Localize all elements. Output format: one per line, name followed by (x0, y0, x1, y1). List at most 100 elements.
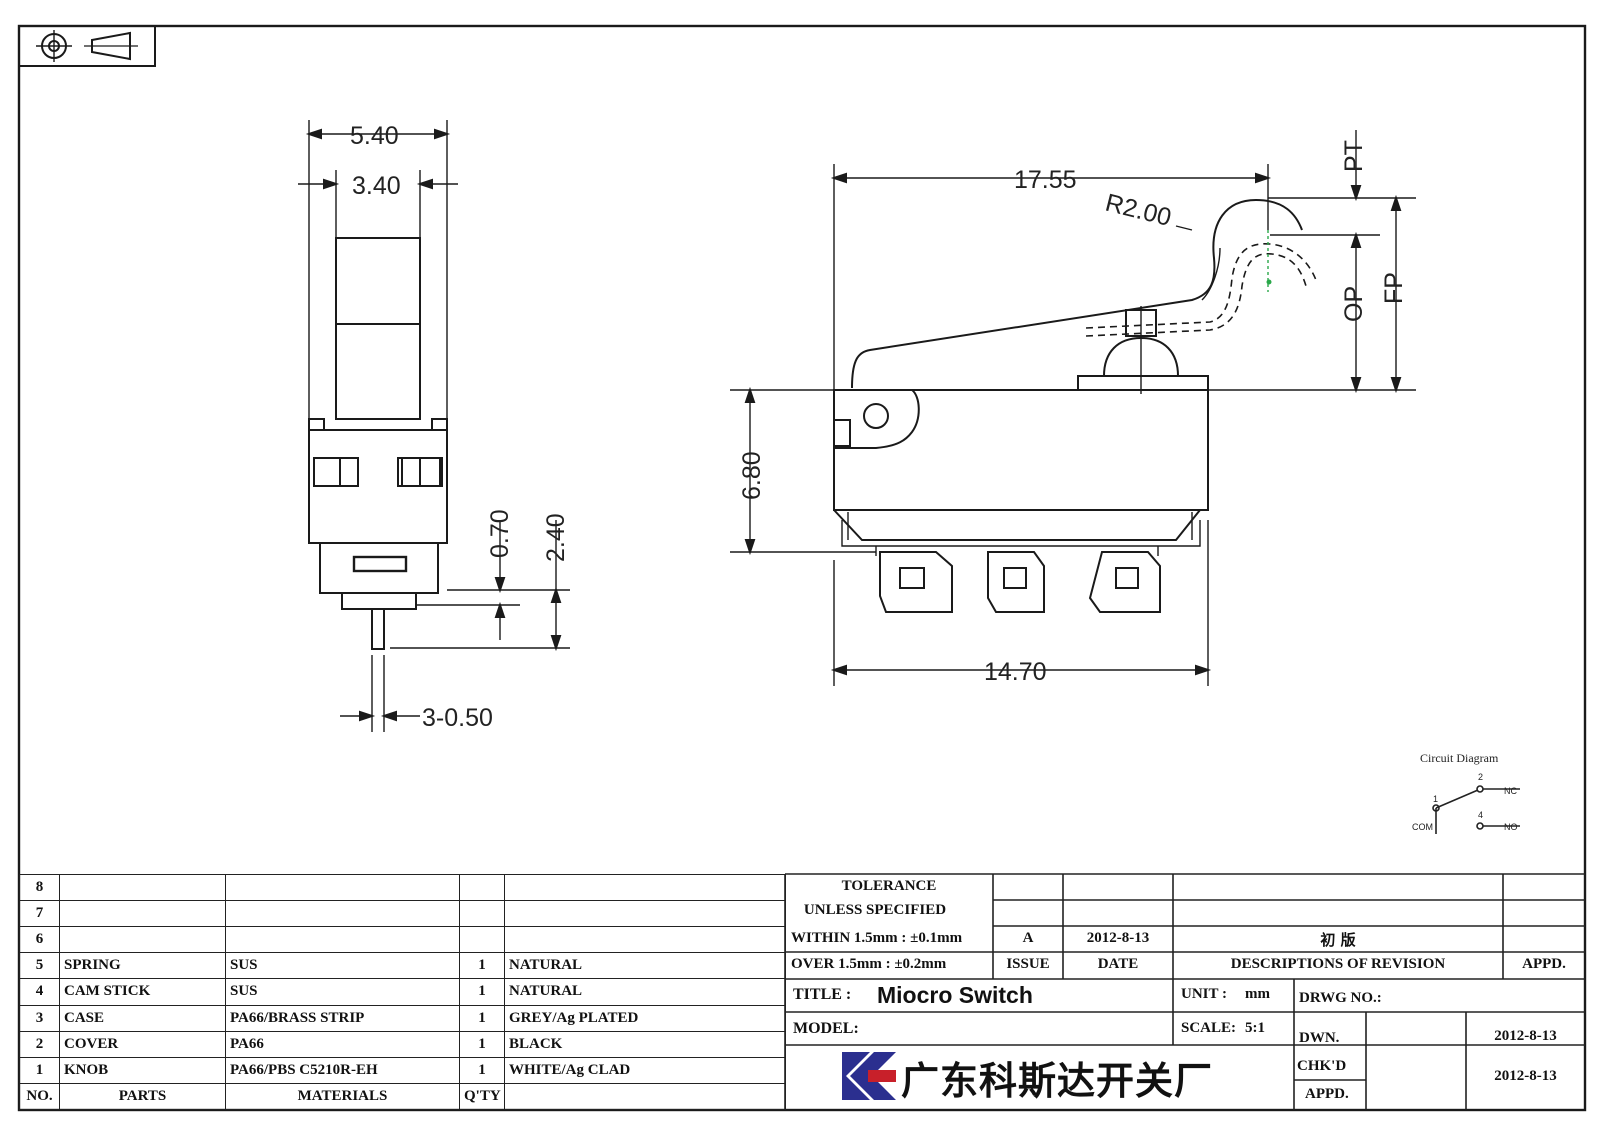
bom-finish: NATURAL (504, 978, 786, 1006)
dim-14-70: 14.70 (984, 658, 1047, 686)
company-name: 广东科斯达开关厂 (901, 1059, 1214, 1103)
bom-finish (504, 900, 786, 928)
chkd-date: 2012-8-13 (1494, 1068, 1557, 1084)
bom-qty (459, 900, 505, 928)
bom-part: CAM STICK (59, 978, 226, 1006)
circuit-diagram: Circuit Diagram 1 2 4 COM NC NO (1412, 751, 1520, 834)
projection-symbol-icon (18, 25, 156, 67)
circuit-n1: 1 (1433, 794, 1438, 804)
bom-header-parts: PARTS (59, 1082, 226, 1111)
dim-3-40: 3.40 (352, 172, 401, 200)
circuit-nc: NC (1504, 786, 1517, 796)
dim-radius: R2.00 (1103, 189, 1175, 232)
bom-finish (504, 873, 786, 902)
circuit-n4: 4 (1478, 810, 1483, 820)
tolerance-line-4: OVER 1.5mm : ±0.2mm (791, 956, 947, 972)
circuit-com: COM (1412, 822, 1433, 832)
drawing-title: Miocro Switch (877, 982, 1033, 1008)
bom-qty: 1 (459, 1030, 505, 1058)
tolerance-line-1: TOLERANCE (841, 878, 937, 894)
scale-label: SCALE: (1181, 1020, 1237, 1036)
bom-finish: BLACK (504, 1030, 786, 1058)
bom-no: 8 (19, 873, 60, 902)
bom-no: 3 (19, 1004, 60, 1032)
bom-part: SPRING (59, 952, 226, 980)
chkd-label: CHK'D (1297, 1058, 1347, 1074)
bom-qty: 1 (459, 978, 505, 1006)
bom-qty: 1 (459, 1056, 505, 1084)
tolerance-line-2: UNLESS SPECIFIED (803, 902, 947, 918)
bom-part: COVER (59, 1030, 226, 1058)
bom-no: 4 (19, 978, 60, 1006)
bom-qty (459, 926, 505, 954)
unit-value: mm (1245, 986, 1270, 1002)
scale-value: 5:1 (1245, 1020, 1265, 1036)
bom-qty: 1 (459, 952, 505, 980)
title-label: TITLE : (793, 986, 852, 1003)
bom-material: SUS (225, 952, 460, 980)
sheet-border (17, 24, 1587, 1112)
date-value: 2012-8-13 (1086, 930, 1150, 946)
bom-finish: NATURAL (504, 952, 786, 980)
circuit-title: Circuit Diagram (1420, 751, 1499, 765)
bom-qty (459, 873, 505, 902)
bom-material: SUS (225, 978, 460, 1006)
description-header: DESCRIPTIONS OF REVISION (1230, 956, 1446, 972)
bom-row: 8 (19, 873, 786, 902)
company-logo-icon (840, 1050, 896, 1102)
dim-0-70: 0.70 (486, 509, 514, 558)
bom-header-finish (504, 1082, 786, 1111)
dim-op: OP (1340, 286, 1368, 322)
bom-part: KNOB (59, 1056, 226, 1084)
bom-row: 6 (19, 926, 786, 954)
bom-material (225, 900, 460, 928)
bom-material: PA66/PBS C5210R-EH (225, 1056, 460, 1084)
dim-pin: 3-0.50 (422, 704, 493, 732)
issue-value: A (1022, 930, 1034, 946)
bom-part (59, 900, 226, 928)
bom-no: 2 (19, 1030, 60, 1058)
bom-material: PA66/BRASS STRIP (225, 1004, 460, 1032)
bom-header-qty: Q'TY (459, 1082, 505, 1111)
bom-material: PA66 (225, 1030, 460, 1058)
appd-header: APPD. (1522, 956, 1566, 972)
date-header: DATE (1097, 956, 1139, 972)
dim-fp: FP (1380, 272, 1408, 304)
bom-no: 6 (19, 926, 60, 954)
bom-finish (504, 926, 786, 954)
model-label: MODEL: (793, 1020, 859, 1037)
bom-no: 5 (19, 952, 60, 980)
bom-part: CASE (59, 1004, 226, 1032)
bom-part (59, 873, 226, 902)
bom-finish: WHITE/Ag CLAD (504, 1056, 786, 1084)
dwn-date: 2012-8-13 (1494, 1028, 1557, 1044)
dim-pt: PT (1340, 140, 1368, 172)
bom-finish: GREY/Ag PLATED (504, 1004, 786, 1032)
bom-header-no: NO. (19, 1082, 60, 1111)
bom-part (59, 926, 226, 954)
bom-no: 1 (19, 1056, 60, 1084)
circuit-n2: 2 (1478, 772, 1483, 782)
dwn-label: DWN. (1299, 1030, 1340, 1046)
appd-label: APPD. (1305, 1086, 1349, 1102)
unit-label: UNIT : (1181, 986, 1227, 1002)
issue-header: ISSUE (1006, 956, 1050, 972)
bom-row: 7 (19, 900, 786, 928)
title-block: TOLERANCE UNLESS SPECIFIED WITHIN 1.5mm … (785, 874, 1585, 1110)
bom-header-materials: MATERIALS (225, 1082, 460, 1111)
bom-material (225, 926, 460, 954)
dim-5-40: 5.40 (350, 122, 399, 150)
bom-qty: 1 (459, 1004, 505, 1032)
dim-6-80: 6.80 (738, 451, 766, 500)
dim-17-55: 17.55 (1014, 166, 1077, 194)
drawing-number-label: DRWG NO.: (1299, 990, 1382, 1006)
circuit-no: NO (1504, 822, 1518, 832)
